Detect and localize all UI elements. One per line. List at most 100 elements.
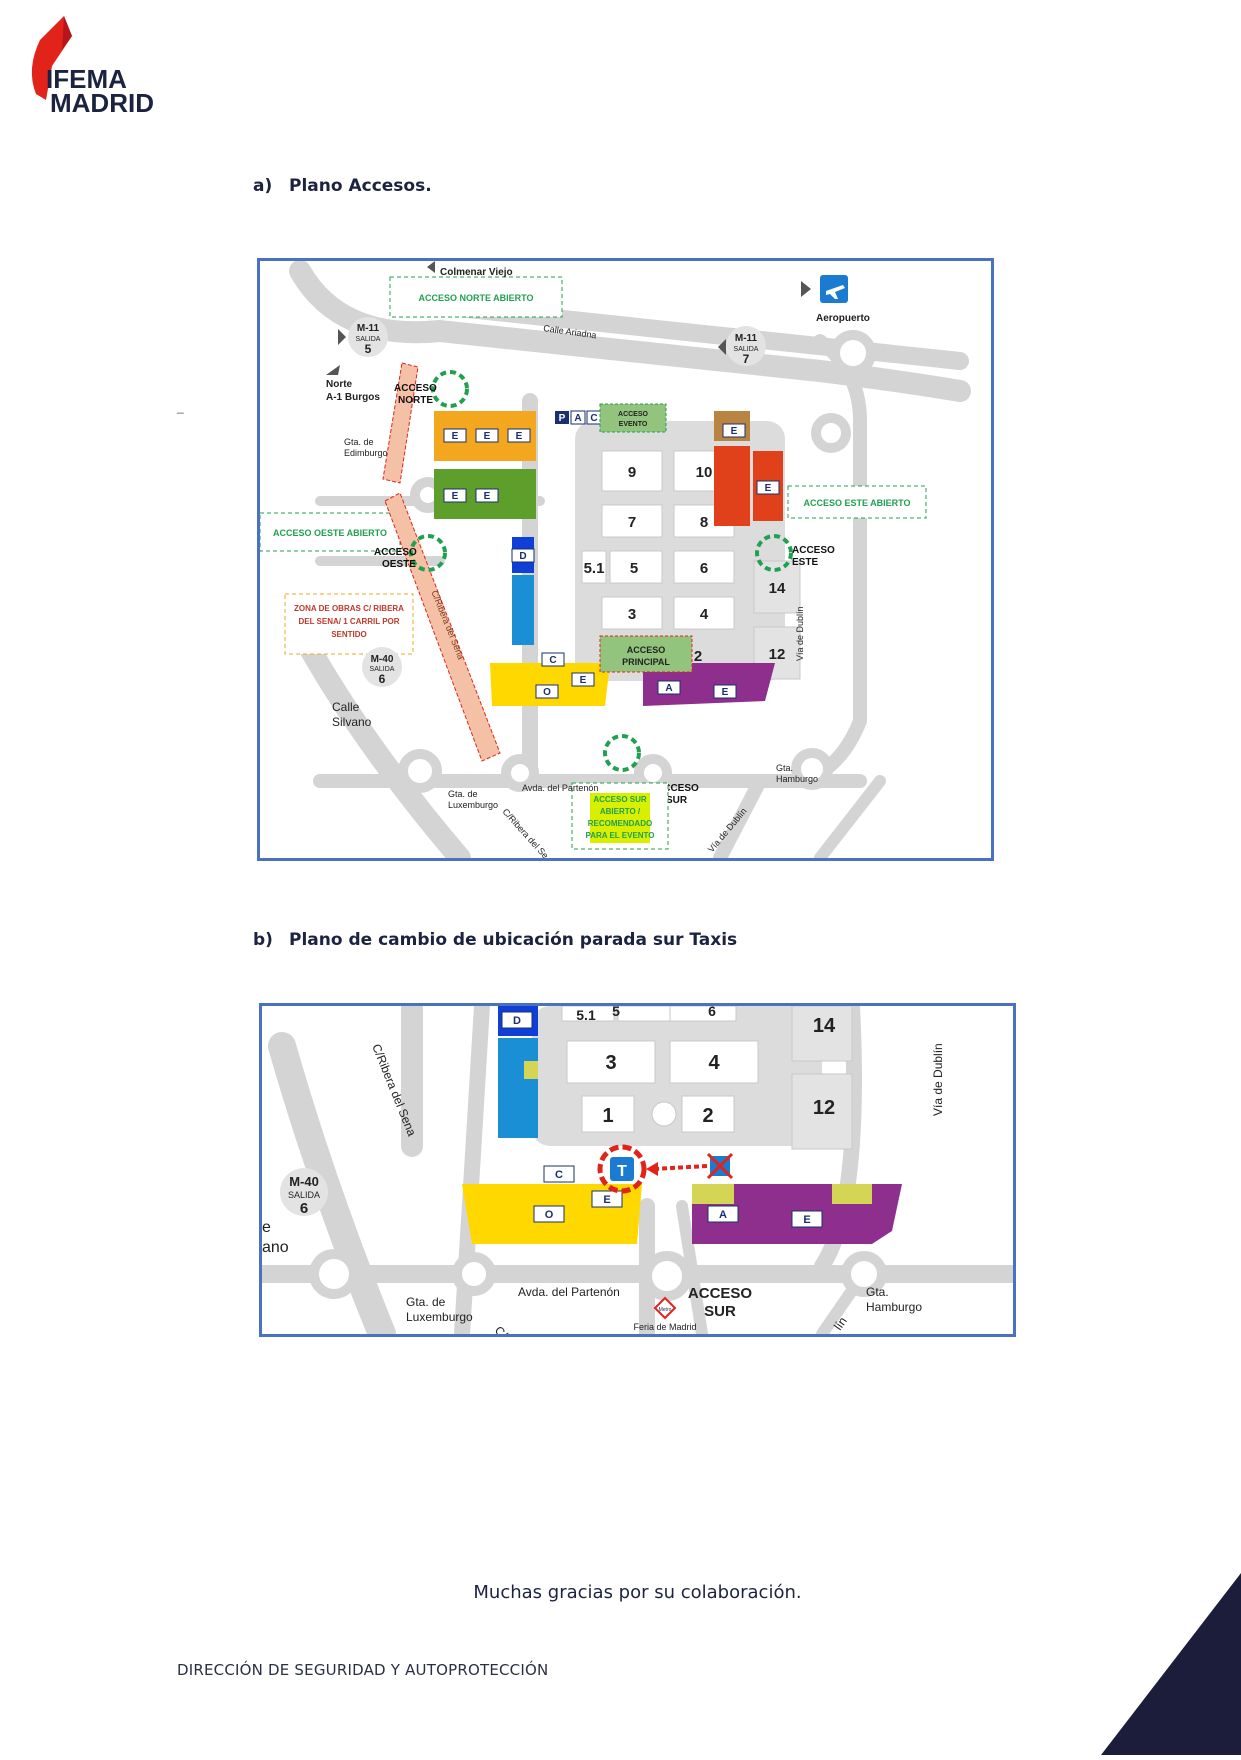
acceso-oeste-open: ACCESO OESTE ABIERTO [273, 528, 387, 538]
road-hamburgo-a: Gta. [776, 763, 793, 773]
b-road-silvano-b: ano [262, 1239, 289, 1256]
badge-pe-5: E [484, 491, 491, 502]
acceso-evento-b: EVENTO [619, 421, 648, 428]
acceso-sur-a: ACCESO [656, 783, 699, 794]
badge-pe-6: E [731, 426, 738, 437]
b-road-dublin: Vía de Dublín [931, 1043, 945, 1116]
stray-mark: _ [177, 400, 184, 414]
acceso-oeste-box [260, 512, 401, 552]
section-b-heading: b)Plano de cambio de ubicación parada su… [253, 930, 737, 950]
acceso-evento-a: ACCESO [618, 411, 649, 418]
b-hall-5: 5 [612, 1006, 620, 1019]
taxi-cancel-icon [706, 1152, 734, 1180]
acceso-sur-rec-4: PARA EL EVENTO [585, 831, 654, 840]
acceso-evento-box [599, 403, 667, 433]
badge-pc: C [549, 655, 556, 666]
b-m40-b: SALIDA [288, 1190, 320, 1200]
corner-decoration [1101, 1573, 1241, 1755]
roundabouts-b [309, 1249, 887, 1301]
section-b-title: Plano de cambio de ubicación parada sur … [289, 930, 738, 950]
acceso-norte-a: ACCESO [394, 383, 437, 394]
taxi-map-svg: 5.1 5 6 3 4 1 2 14 12 D C O E A [262, 1006, 1013, 1334]
b-hall-14: 14 [813, 1015, 836, 1037]
badge-pe-7: E [765, 483, 772, 494]
taxi-icon [610, 1157, 634, 1181]
b-road-hamburgo-b: Hamburgo [866, 1300, 922, 1314]
section-a-letter: a) [253, 176, 273, 196]
parking-zone-red [714, 446, 750, 526]
acceso-sur-b: SUR [666, 795, 688, 806]
b-road-luxemburgo-a: Gta. de [406, 1295, 446, 1309]
acceso-este-b: ESTE [792, 557, 818, 568]
badge-pe-9: E [722, 687, 729, 698]
acceso-norte-box [389, 276, 563, 318]
zona-obras-2: DEL SENA/ 1 CARRIL POR [298, 617, 399, 626]
road-edimburgo-a: Gta. de [344, 437, 374, 447]
taxi-map: 5.1 5 6 3 4 1 2 14 12 D C O E A [259, 1003, 1016, 1337]
b-road-silvano-a: e [262, 1219, 271, 1236]
hall-12: 12 [769, 646, 786, 663]
badge-pe-1: E [452, 431, 459, 442]
acceso-sur-highlight [590, 793, 650, 843]
road-colmenar: Colmenar Viejo [440, 267, 513, 278]
hall-14: 14 [769, 580, 786, 597]
b-badge-pe: E [603, 1194, 610, 1206]
zona-obras-box [284, 593, 414, 655]
acceso-sur-rec-2: ABIERTO / [600, 807, 641, 816]
hall-3: 3 [628, 606, 636, 623]
acceso-norte-open: ACCESO NORTE ABIERTO [418, 293, 533, 303]
hall-10: 10 [696, 464, 713, 481]
b-badge-pa: A [719, 1209, 727, 1221]
m40-b: SALIDA [370, 666, 395, 673]
road-silvano-b: Silvano [332, 715, 372, 729]
m11-5-a: M-11 [357, 323, 380, 334]
hall-9: 9 [628, 464, 636, 481]
m11-7-c: 7 [743, 352, 750, 366]
acceso-principal-b: PRINCIPAL [622, 657, 670, 667]
road-silvano-a: Calle [332, 700, 360, 714]
road-partenon: Avda. del Partenón [522, 783, 598, 793]
hall-4: 4 [700, 606, 709, 623]
badge-pd: D [519, 551, 526, 562]
road-dublin: Vía de Dublín [795, 606, 805, 661]
section-a-title: Plano Accesos. [289, 176, 432, 196]
parking-zone-lightblue [512, 575, 534, 645]
zona-obras-1: ZONA DE OBRAS C/ RIBERA [294, 604, 404, 613]
acceso-norte-b: NORTE [398, 395, 433, 406]
b-hall-3: 3 [605, 1052, 616, 1074]
taxi-new-circle [597, 1144, 647, 1194]
badge-pe-8: E [580, 675, 587, 686]
b-hall-2: 2 [702, 1105, 713, 1127]
m11-7-a: M-11 [735, 333, 758, 344]
m40-a: M-40 [371, 654, 394, 665]
road-norte-b: A-1 Burgos [326, 392, 380, 403]
badge-po: O [543, 687, 551, 698]
acceso-principal-box [599, 635, 693, 673]
access-map: 9 10 7 8 5.1 5 6 3 4 1 2 14 12 E E [257, 258, 994, 861]
badge-a: A [574, 413, 581, 424]
badge-pe-4: E [452, 491, 459, 502]
b-hall-1: 1 [602, 1105, 613, 1127]
metro-icon [653, 1296, 677, 1320]
b-hall-6: 6 [708, 1006, 716, 1019]
b-hall-12: 12 [813, 1097, 835, 1119]
badge-pa: A [665, 683, 672, 694]
acceso-sur-rec-1: ACCESO SUR [593, 795, 647, 804]
b-acceso-sur-b: SUR [704, 1303, 736, 1320]
section-a-heading: a) Plano Accesos. [253, 176, 432, 196]
road-luxemburgo-a: Gta. de [448, 789, 478, 799]
acceso-oeste-a: ACCESO [374, 547, 417, 558]
hall-5-1: 5.1 [584, 560, 605, 577]
logo-line1: IFEMA [46, 64, 127, 94]
metro-label: Metro [659, 1307, 672, 1313]
access-circles [409, 370, 793, 772]
b-badge-po: O [545, 1209, 554, 1221]
acceso-este-box [787, 485, 927, 519]
thanks-text: Muchas gracias por su colaboración. [473, 1582, 802, 1603]
zona-obras-3: SENTIDO [331, 630, 367, 639]
access-map-svg: 9 10 7 8 5.1 5 6 3 4 1 2 14 12 E E [260, 261, 971, 858]
ifema-logo: IFEMA MADRID [22, 14, 172, 118]
b-badge-pd: D [513, 1015, 521, 1027]
hall-5: 5 [630, 560, 638, 577]
hall-8: 8 [700, 514, 708, 531]
